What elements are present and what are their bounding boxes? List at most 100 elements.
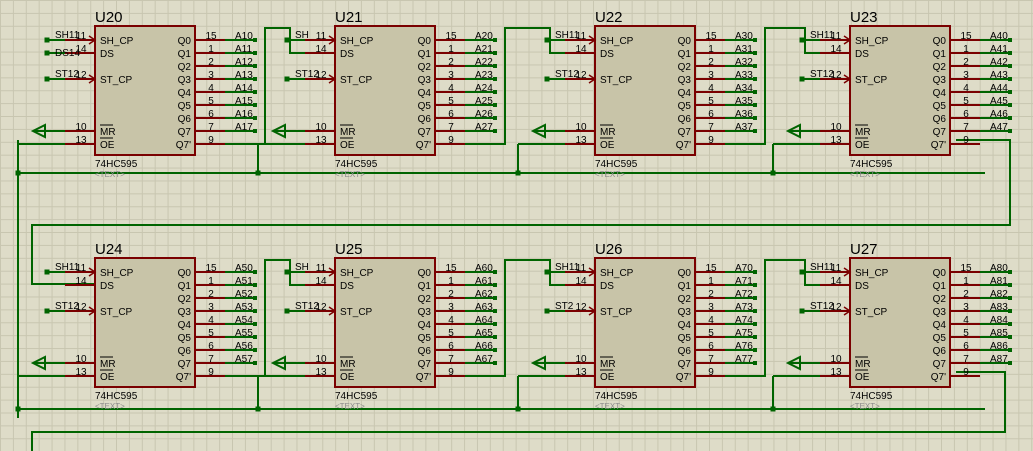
wire <box>465 259 565 377</box>
chip-reference: U25 <box>335 241 363 258</box>
pin-number: 12 <box>315 70 327 81</box>
net-terminal <box>253 335 257 339</box>
chip-body[interactable] <box>94 25 196 156</box>
pin-name: Q0 <box>933 268 947 279</box>
chip-body[interactable] <box>334 257 436 388</box>
chip-body[interactable] <box>94 257 196 388</box>
pin-name: Q1 <box>178 49 192 60</box>
power-terminal <box>30 123 46 139</box>
net-terminal <box>753 270 757 274</box>
net-label-shift-clock: SH11 <box>55 30 80 41</box>
chip-text-placeholder: <TEXT> <box>595 170 625 179</box>
net-label-output: A33 <box>735 70 753 81</box>
pin-name: ST_CP <box>340 75 373 86</box>
pin-name: DS <box>600 49 614 60</box>
pin-name: Q6 <box>678 346 692 357</box>
pin-number: 3 <box>708 70 714 81</box>
net-terminal <box>253 296 257 300</box>
pin-number: 4 <box>963 315 969 326</box>
chip-text-placeholder: <TEXT> <box>95 170 125 179</box>
pin-number: 2 <box>708 57 714 68</box>
pin-name: Q0 <box>933 36 947 47</box>
pin-name: OE <box>600 140 615 151</box>
net-label-output: A37 <box>735 122 753 133</box>
chip-body[interactable] <box>334 25 436 156</box>
pin-number: 13 <box>830 135 842 146</box>
pin-number: 11 <box>831 31 842 42</box>
clock-arrow <box>328 74 337 84</box>
pin-number: 14 <box>75 44 87 55</box>
net-terminal <box>753 348 757 352</box>
pin-number: 5 <box>963 96 969 107</box>
net-label-output: A52 <box>235 289 253 300</box>
pin-name: Q2 <box>178 294 192 305</box>
pin-name: SH_CP <box>855 36 889 47</box>
clock-arrow <box>328 35 337 45</box>
net-terminal <box>493 90 497 94</box>
junction-dot <box>515 170 521 176</box>
pin-name: SH_CP <box>340 268 374 279</box>
pin-name: DS <box>100 49 114 60</box>
net-label-output: A75 <box>735 328 753 339</box>
clock-arrow <box>588 74 597 84</box>
chip-body[interactable] <box>594 25 696 156</box>
net-label-output: A76 <box>735 341 753 352</box>
pin-number: 12 <box>830 70 842 81</box>
pin-number: 12 <box>830 302 842 313</box>
pin-name: DS <box>855 281 869 292</box>
pin-name: Q7 <box>418 359 432 370</box>
pin-name: SH_CP <box>100 36 134 47</box>
net-label-output: A35 <box>735 96 753 107</box>
clock-arrow <box>88 306 97 316</box>
junction-dot <box>770 170 776 176</box>
pin-name: Q3 <box>418 75 432 86</box>
junction-dot <box>544 37 550 43</box>
net-label-storage-clock: ST12 <box>55 301 79 312</box>
net-terminal <box>253 116 257 120</box>
pin-number: 13 <box>75 135 87 146</box>
pin-number: 7 <box>208 354 214 365</box>
pin-name: ST_CP <box>600 75 633 86</box>
net-terminal <box>253 309 257 313</box>
pin-name: Q7' <box>676 140 691 151</box>
pin-number: 3 <box>208 70 214 81</box>
power-terminal <box>785 123 801 139</box>
pin-number: 6 <box>208 341 214 352</box>
pin-name: Q7' <box>176 372 191 383</box>
junction-dot <box>15 170 21 176</box>
chip-body[interactable] <box>849 25 951 156</box>
net-label-output: A53 <box>235 302 253 313</box>
pin-number: 12 <box>75 302 87 313</box>
chip-body[interactable] <box>594 257 696 388</box>
pin-name: Q7 <box>678 359 692 370</box>
net-terminal <box>253 77 257 81</box>
pin-number: 1 <box>448 276 454 287</box>
pin-number: 9 <box>208 367 214 378</box>
chip-reference: U27 <box>850 241 878 258</box>
pin-number: 7 <box>708 354 714 365</box>
chip-body[interactable] <box>849 257 951 388</box>
chip-reference: U23 <box>850 9 878 26</box>
pin-number: 5 <box>208 328 214 339</box>
net-label-output: A23 <box>475 70 493 81</box>
bus-wires <box>17 139 1011 451</box>
pin-name: ST_CP <box>100 307 133 318</box>
pin-name: Q5 <box>418 333 432 344</box>
pin-number: 1 <box>208 276 214 287</box>
junction-dot <box>284 37 290 43</box>
net-label-output: A77 <box>735 354 753 365</box>
pin-name: Q1 <box>678 49 692 60</box>
pin-number: 4 <box>448 83 454 94</box>
pin-number: 15 <box>960 31 972 42</box>
net-terminal <box>493 361 497 365</box>
pin-name: OE <box>340 372 355 383</box>
pin-number: 10 <box>315 122 327 133</box>
